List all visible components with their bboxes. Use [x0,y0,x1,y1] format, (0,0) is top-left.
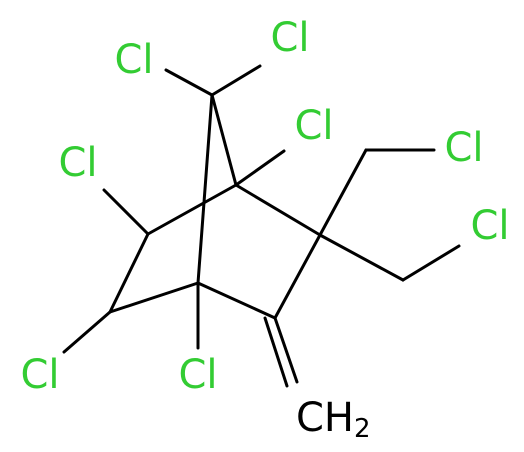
bond-c5-cl [62,310,112,354]
bond-c7-cl-left [164,68,214,97]
bond-c2-ch2-lower [318,233,405,282]
chlorine-label-bridge-right: Cl [270,15,309,61]
bond-c1-cl [234,149,286,187]
chlorine-label-bridgehead-lower: Cl [178,352,217,398]
bond-c1-c2 [234,183,322,237]
methylene-label-subscript: 2 [354,414,371,444]
bond-c5-c4 [108,281,200,314]
bond-c4-c3 [196,281,277,320]
chlorine-label-chloromethyl-upper: Cl [444,125,483,171]
atom-labels: Cl Cl Cl Cl Cl Cl Cl Cl CH2 [20,15,509,444]
bond-c7-cl-right [210,64,262,97]
chlorine-label-chloromethyl-lower: Cl [470,203,509,249]
bond-c1-c6 [146,183,238,236]
bond-c6-cl [102,188,150,236]
bond-c3-methylene-b [263,316,289,388]
bond-c2-ch2-upper [318,148,368,237]
bond-lines [62,64,461,388]
bond-c7-c4 [196,93,214,285]
bond-c3-methylene-a [273,316,299,384]
chlorine-label-bridge-left: Cl [114,37,153,83]
bond-ch2-lower-cl [401,244,461,282]
methylene-label-main: CH [296,395,354,441]
bond-c7-c1 [210,93,238,187]
chlorine-label-bridgehead-upper: Cl [294,103,333,149]
chlorine-label-ring-left: Cl [58,140,97,186]
bond-c6-c5 [108,232,150,314]
chlorine-label-ring-lower-left: Cl [20,352,59,398]
bond-c3-c2 [273,233,322,320]
methylene-label: CH2 [296,395,371,444]
